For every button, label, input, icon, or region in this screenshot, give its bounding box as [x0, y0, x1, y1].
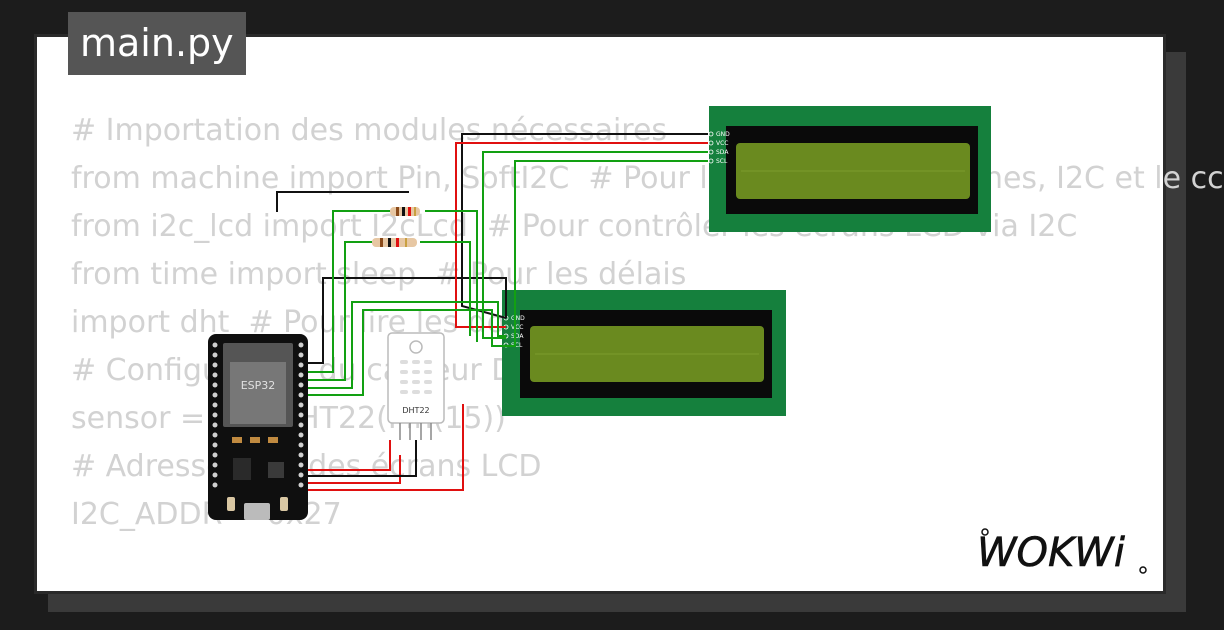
dht22-sensor[interactable]: DHT22 — [387, 332, 445, 440]
lcd1-pin-vcc-label: VCC — [716, 140, 728, 147]
lcd1-pin-scl-label: SCL — [716, 158, 728, 165]
wire-sda-lcd1 — [482, 151, 708, 339]
wire-res-1 — [425, 210, 478, 342]
resistor-1[interactable] — [390, 207, 420, 216]
lcd-display-1[interactable]: GND VCC SDA SCL — [708, 106, 991, 232]
wire-vcc-lcd1 — [455, 142, 708, 328]
lcd-display-2[interactable]: GND VCC SDA SCL — [502, 290, 786, 416]
code-line: from time import sleep # Pour les délais — [71, 257, 687, 292]
lcd1-pin-gnd-label: GND — [716, 131, 730, 138]
wokwi-logo: WOKWi — [977, 528, 1147, 576]
brand-wordmark: WOKWi — [977, 530, 1125, 576]
wire-dht-data — [305, 440, 417, 477]
wire-dht-data-red — [305, 440, 391, 471]
lcd2-pin-vcc-label: VCC — [511, 324, 523, 331]
lcd1-pin-sda-label: SDA — [716, 149, 729, 156]
wire-gnd-esp — [276, 191, 409, 212]
wire-esp-lcd2-scl — [305, 309, 506, 396]
wire-scl-lcd1 — [506, 160, 708, 347]
wire-vcc-dht — [305, 455, 401, 484]
lcd2-pin-scl-label: SCL — [511, 342, 523, 349]
lcd2-pin-gnd-label: GND — [511, 315, 525, 322]
esp32-board[interactable]: ESP32 — [208, 334, 308, 520]
wire-res-2 — [420, 241, 471, 336]
wires — [276, 133, 708, 491]
wire-sda-esp — [305, 210, 390, 373]
dht22-label: DHT22 — [402, 406, 429, 415]
lcd2-pin-sda-label: SDA — [511, 333, 524, 340]
file-tab[interactable]: main.py — [68, 12, 246, 75]
wire-scl-esp — [305, 241, 372, 381]
wire-vcc-lcd2 — [305, 404, 464, 491]
resistor-2[interactable] — [372, 238, 417, 247]
wire-esp-lcd2-sda — [305, 301, 506, 389]
wire-gnd-lcd2 — [305, 277, 507, 364]
esp32-label: ESP32 — [241, 379, 276, 392]
